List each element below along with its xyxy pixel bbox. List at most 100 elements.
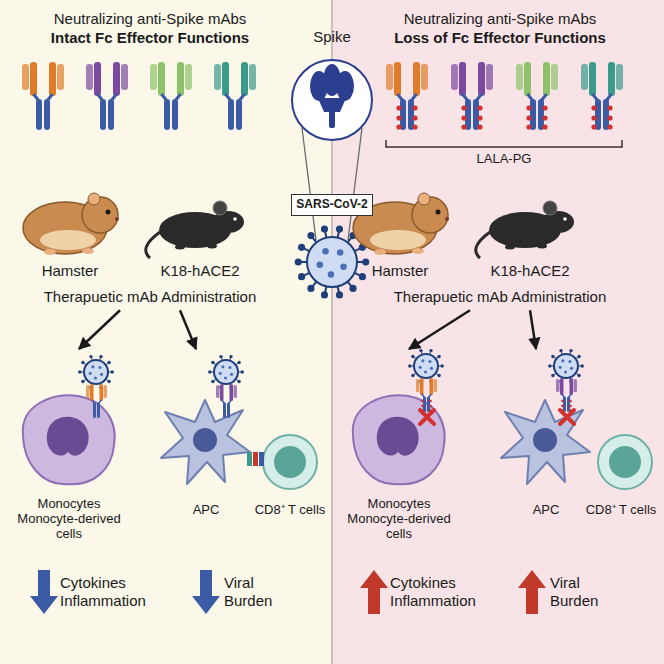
illustration-part (91, 365, 94, 368)
illustration-part (78, 226, 584, 390)
model-label: K18-hACE2 (145, 262, 255, 280)
illustration-part (221, 365, 224, 368)
cell-group: Therapuetic mAb Administration (385, 288, 615, 307)
node-label: APC (165, 503, 247, 518)
illustration-part (396, 105, 417, 129)
illustration-part (411, 374, 414, 377)
model-label: Hamster (20, 262, 120, 280)
illustration-part (559, 349, 562, 352)
mutation-label: LALA-PG (454, 151, 554, 167)
illustration-part (359, 273, 366, 280)
illustration-part (411, 355, 414, 358)
t-cell (598, 435, 652, 489)
illustration-part (414, 354, 438, 378)
left-panel (0, 0, 332, 664)
illustration-part (386, 62, 428, 130)
illustration-part (78, 370, 81, 373)
illustration-part (321, 226, 328, 233)
illustration-part (84, 360, 108, 384)
illustration-part (86, 62, 128, 130)
node-label: SARS-CoV-2 (296, 198, 367, 212)
down-arrow (30, 570, 58, 614)
node-label: CD8⁺ T cells (250, 503, 330, 518)
illustration-part (100, 373, 103, 376)
admin-arrow (79, 310, 120, 349)
antibodies-lalapg (386, 62, 623, 130)
illustration-part (568, 360, 571, 363)
cell-group: CD8⁺ T cells (250, 420, 330, 518)
node-label: CD8⁺ T cells (582, 503, 660, 518)
t-cell (263, 435, 317, 489)
outcome-label: Viral Burden (224, 574, 314, 610)
cell-group: Monocytes Monocyte-derived cells (8, 350, 130, 542)
admin-arrow (180, 310, 196, 349)
illustration-part (211, 361, 214, 364)
illustration-part (110, 370, 113, 373)
illustration-part (318, 98, 346, 112)
illustration-part (328, 271, 335, 278)
cell-group: Spike (287, 28, 377, 140)
illustration-part (337, 249, 344, 256)
model-label: K18-hACE2 (475, 262, 585, 280)
illustration-part (107, 361, 110, 364)
outcome-label: Cytokines Inflammation (60, 574, 170, 610)
unbound-antibody (416, 378, 437, 412)
illustration-part (451, 62, 493, 130)
illustration-part (259, 452, 264, 466)
illustration-part (551, 355, 554, 358)
illustration-part (247, 452, 252, 466)
illustration-part (440, 364, 443, 367)
panel-heading: Intact Fc Effector Functions (20, 29, 280, 47)
virus-particle (78, 355, 114, 389)
virus-particle (548, 349, 584, 383)
illustration-part (430, 367, 433, 370)
illustration-part (437, 355, 440, 358)
illustration-part (518, 570, 546, 614)
up-arrow (518, 570, 546, 614)
cell-group: APC (505, 350, 587, 518)
bracket (386, 140, 622, 147)
mhc-tcr (247, 452, 264, 466)
illustration-part (419, 366, 422, 369)
illustration-part (591, 105, 612, 129)
outcome-label: Viral Burden (550, 574, 645, 610)
virus-particle (208, 355, 244, 389)
node-label: Therapuetic mAb Administration (40, 288, 260, 305)
cell-group: Monocytes Monocyte-derived cells (338, 350, 460, 542)
illustration-part (321, 291, 328, 298)
node-label: Monocytes Monocyte-derived cells (8, 497, 130, 542)
spike-protein (310, 64, 354, 128)
illustration-part (559, 366, 562, 369)
illustration-part (89, 372, 92, 375)
blocked-cross (420, 410, 574, 424)
admin-arrow (530, 310, 536, 349)
illustration-part (560, 410, 574, 424)
illustration-part (561, 359, 564, 362)
cell-group: APC (165, 350, 247, 518)
illustration-part (577, 374, 580, 377)
illustration-part (307, 232, 314, 239)
illustration-part (340, 264, 347, 271)
illustration-part (219, 372, 222, 375)
illustration-part (229, 355, 232, 358)
illustration-part (419, 349, 422, 352)
illustration-part (214, 62, 256, 130)
up-arrow (360, 570, 388, 614)
node-label: Monocytes Monocyte-derived cells (338, 497, 460, 542)
illustration-part (307, 285, 314, 292)
illustration-part (208, 370, 211, 373)
illustration-part (437, 374, 440, 377)
illustration-part (317, 262, 324, 269)
illustration-part (336, 291, 343, 298)
panel-heading: Loss of Fc Effector Functions (370, 29, 630, 47)
cell-group: CD8⁺ T cells (582, 420, 660, 518)
illustration-part (230, 373, 233, 376)
model-label: Hamster (350, 262, 450, 280)
illustration-part (22, 62, 64, 130)
illustration-part (336, 226, 343, 233)
illustration-part (408, 364, 411, 367)
illustration-part (240, 370, 243, 373)
illustration-part (228, 366, 231, 369)
illustration-part (349, 285, 356, 292)
